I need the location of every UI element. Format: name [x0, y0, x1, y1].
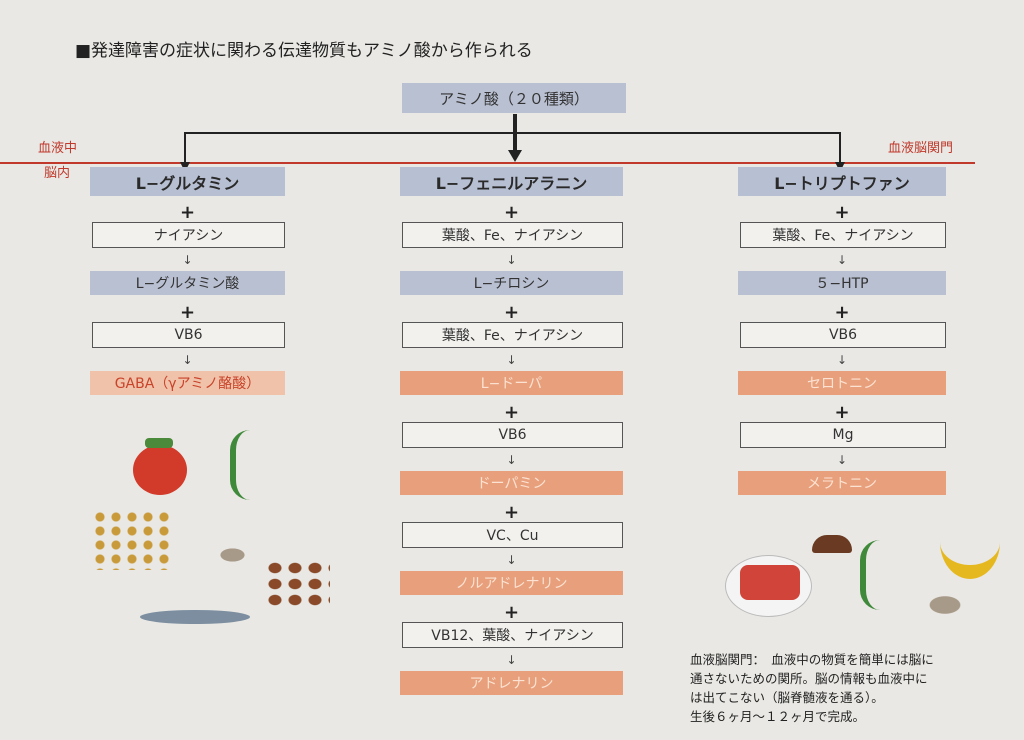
down-arrow-icon: ↓ [506, 653, 517, 667]
down-arrow-icon: ↓ [836, 453, 848, 467]
almonds-icon [265, 560, 330, 610]
plus-icon: + [503, 602, 520, 623]
plus-icon: + [834, 402, 850, 423]
note-line: は出てこない（脳脊髄液を通る）。 [690, 690, 884, 705]
column-header: L−グルタミン [90, 167, 285, 196]
cofactor-box: VB12、葉酸、ナイアシン [402, 622, 623, 648]
seaweed-icon [230, 430, 286, 500]
seaweed-icon-2 [860, 540, 911, 610]
cofactor-box: VC、Cu [402, 522, 623, 548]
plus-icon: + [179, 202, 196, 223]
plus-icon: + [179, 302, 196, 323]
cofactor-box: 葉酸、Fe、ナイアシン [402, 222, 623, 248]
note-line: 生後６ヶ月〜１２ヶ月で完成。 [690, 709, 866, 724]
intermediate-box: L−チロシン [400, 271, 623, 295]
column-header: L−トリプトファン [738, 167, 946, 196]
plus-icon: + [503, 202, 520, 223]
down-arrow-icon: ↓ [506, 253, 517, 267]
neurotransmitter-box: メラトニン [738, 471, 946, 495]
plus-icon: + [503, 302, 520, 323]
down-arrow-icon: ↓ [506, 553, 517, 567]
cofactor-box: VB6 [740, 322, 946, 348]
banana-icon [940, 505, 1000, 579]
neurotransmitter-box: GABA（γアミノ酪酸） [90, 371, 285, 395]
plus-icon: + [503, 502, 520, 523]
neurotransmitter-box: セロトニン [738, 371, 946, 395]
neurotransmitter-box: L−ドーパ [400, 371, 623, 395]
tomato-stem-icon [145, 438, 173, 448]
neurotransmitter-box: ノルアドレナリン [400, 571, 623, 595]
down-arrow-icon: ↓ [836, 253, 848, 267]
cofactor-box: ナイアシン [92, 222, 285, 248]
note-line: 通さないための関所。脳の情報も血液中に [690, 671, 928, 686]
cofactor-box: VB6 [92, 322, 285, 348]
column-header: L−フェニルアラニン [400, 167, 623, 196]
bonito-icon [740, 565, 800, 600]
cofactor-box: 葉酸、Fe、ナイアシン [402, 322, 623, 348]
down-arrow-icon: ↓ [836, 353, 848, 367]
connector-arrows [0, 114, 975, 172]
label-bbb: 血液脳関門 [888, 141, 954, 156]
down-arrow-icon: ↓ [506, 353, 517, 367]
cofactor-box: VB6 [402, 422, 623, 448]
neurotransmitter-box: アドレナリン [400, 671, 623, 695]
mushroom-icon [812, 535, 852, 553]
tomato-icon [133, 445, 187, 495]
label-brain: 脳内 [44, 166, 71, 181]
down-arrow-icon: ↓ [182, 353, 193, 367]
intermediate-box: L−グルタミン酸 [90, 271, 285, 295]
down-arrow-icon: ↓ [182, 253, 193, 267]
cofactor-box: 葉酸、Fe、ナイアシン [740, 222, 946, 248]
down-arrow-icon: ↓ [506, 453, 517, 467]
amino-acid-root-box: アミノ酸（２０種類） [402, 83, 626, 113]
bbb-note: 血液脳関門： 血液中の物質を簡単には脳に 通さないための関所。脳の情報も血液中に… [690, 650, 934, 726]
plus-icon: + [834, 202, 850, 223]
page-title: ■発達障害の症状に関わる伝達物質もアミノ酸から作られる [75, 41, 533, 61]
plus-icon: + [834, 302, 850, 323]
label-blood: 血液中 [38, 141, 78, 156]
cofactor-box: Mg [740, 422, 946, 448]
plus-icon: + [503, 402, 520, 423]
small-fish-icon-2 [910, 585, 980, 625]
small-fish-icon [205, 540, 260, 570]
intermediate-box: ５−HTP [738, 271, 946, 295]
saury-icon [140, 610, 250, 624]
neurotransmitter-box: ドーパミン [400, 471, 623, 495]
note-line: 血液脳関門： 血液中の物質を簡単には脳に [690, 652, 934, 667]
soybeans-icon [92, 510, 172, 570]
